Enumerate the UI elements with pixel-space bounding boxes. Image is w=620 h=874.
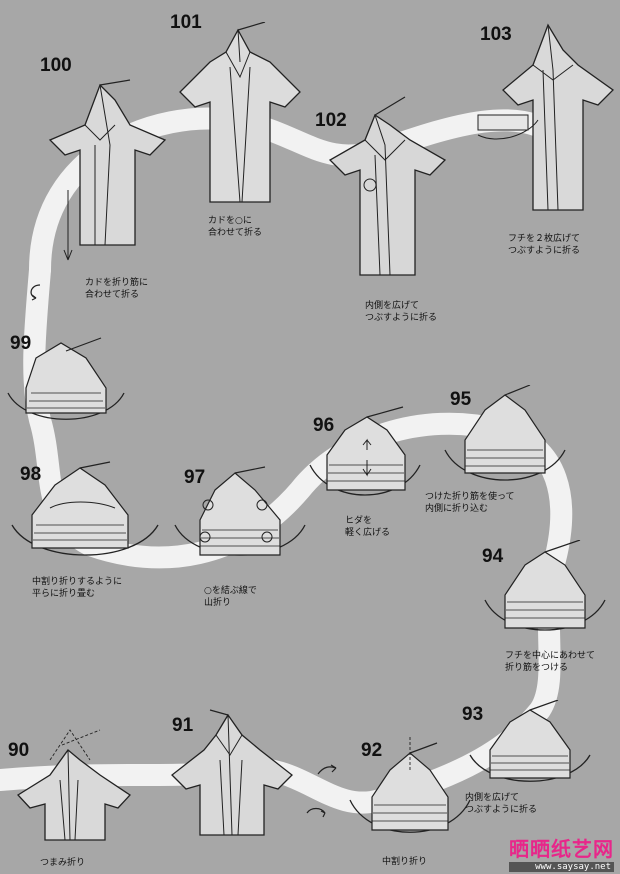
step-96: 96 ヒダを 軽く広げる: [305, 405, 425, 545]
origami-figure: [48, 79, 167, 261]
origami-figure: [444, 385, 566, 481]
step-caption: つまみ折り: [40, 858, 86, 868]
origami-figure: [11, 461, 159, 556]
step-102: 102 内側を広げて つぶすように折る: [315, 95, 455, 330]
step-caption: フチを２枚広げて つぶすように折る: [508, 234, 581, 256]
step-number: 100: [40, 55, 72, 76]
origami-figure: [477, 23, 615, 211]
step-number: 98: [20, 464, 42, 485]
origami-figure: [179, 22, 301, 203]
step-97: 97 ○を結ぶ線で 山折り: [170, 465, 310, 615]
origami-figure: [309, 406, 421, 496]
step-number: 101: [170, 12, 202, 33]
watermark-brand: 晒晒纸艺网: [509, 837, 614, 861]
step-98: 98 中割り折りするように 平らに折り畳む: [10, 460, 160, 600]
step-number: 97: [184, 467, 206, 488]
origami-figure: [328, 96, 447, 276]
step-number: 102: [315, 110, 347, 131]
step-100: 100 カドを折り筋に 合わせて折る: [40, 55, 170, 305]
step-caption: ヒダを 軽く広げる: [345, 516, 391, 538]
step-number: 90: [8, 740, 30, 761]
step-caption: ○を結ぶ線で 山折り: [204, 586, 257, 608]
step-number: 103: [480, 24, 512, 45]
step-caption: 内側を広げて つぶすように折る: [465, 793, 538, 815]
origami-figure: [174, 466, 306, 556]
step-caption: カドを折り筋に 合わせて折る: [85, 278, 149, 300]
step-caption: つけた折り筋を使って 内側に折り込む: [425, 492, 515, 514]
step-caption: 中割り折り: [382, 857, 428, 867]
step-caption: カドを○に 合わせて折る: [208, 216, 263, 238]
step-91: 91: [160, 705, 300, 840]
step-number: 95: [450, 389, 472, 410]
step-number: 94: [482, 546, 504, 567]
step-caption: 中割り折りするように 平らに折り畳む: [32, 577, 123, 599]
step-caption: フチを中心にあわせて 折り筋をつける: [505, 651, 596, 673]
watermark-url: www.saysay.net: [509, 862, 614, 872]
origami-figure: [469, 700, 591, 782]
step-99: 99: [6, 333, 126, 428]
step-95: 95 つけた折り筋を使って 内側に折り込む: [425, 385, 580, 535]
step-103: 103 フチを２枚広げて つぶすように折る: [468, 20, 618, 260]
step-number: 93: [462, 704, 484, 725]
step-number: 96: [313, 415, 335, 436]
watermark: 晒晒纸艺网 www.saysay.net: [509, 833, 614, 872]
origami-figure: [16, 729, 131, 841]
step-101: 101 カドを○に 合わせて折る: [170, 12, 310, 242]
origami-figure: [349, 737, 471, 833]
step-number: 92: [361, 740, 383, 761]
step-90: 90 つまみ折り: [0, 720, 145, 870]
origami-figure: [484, 540, 606, 631]
turn-over-icon: [30, 284, 41, 301]
step-number: 91: [172, 715, 194, 736]
origami-figure: [7, 337, 125, 420]
origami-figure: [171, 709, 293, 836]
arrow-right-icon: [317, 764, 337, 775]
step-caption: 内側を広げて つぶすように折る: [365, 301, 438, 323]
step-number: 99: [10, 333, 32, 354]
step-92: 92 中割り折り: [345, 735, 475, 870]
turn-over-icon: [306, 807, 326, 818]
step-93: 93 内側を広げて つぶすように折る: [460, 700, 600, 840]
step-94: 94 フチを中心にあわせて 折り筋をつける: [480, 540, 610, 680]
